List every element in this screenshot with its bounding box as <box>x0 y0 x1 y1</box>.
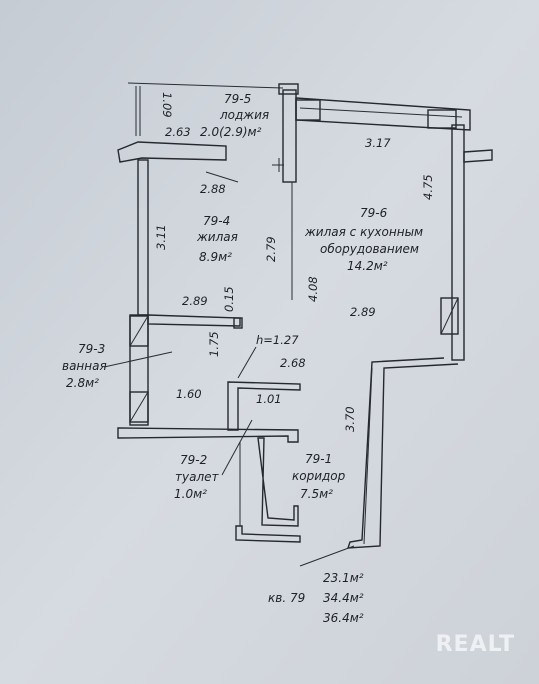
corridor-name: коридор <box>292 469 346 483</box>
realt-watermark: REALT <box>435 632 515 657</box>
area-summary: 23.1м² кв. 79 34.4м² 36.4м² <box>268 545 364 625</box>
bedroom-name: жилая <box>196 230 238 244</box>
dimension-labels: 1.09 2.63 3.17 4.75 2.88 3.11 2.79 4.08 … <box>154 92 435 432</box>
bathroom-area: 2.8м² <box>66 376 99 390</box>
bathroom-vent-lower-cross <box>129 391 149 423</box>
room-labels: 79-5 лоджия 2.0(2.9)м² 79-4 жилая 8.9м² … <box>62 92 423 501</box>
dim-bedroom-bottom-width: 2.89 <box>182 294 208 308</box>
ceiling-height-leader <box>237 346 257 379</box>
dim-small-offset: 0.15 <box>222 286 236 312</box>
bathroom-left-wall <box>129 314 149 426</box>
living-area: 14.2м² <box>347 259 388 273</box>
living-name-2: оборудованием <box>320 242 419 256</box>
toilet-number: 79-2 <box>180 453 207 467</box>
living-window-line <box>299 107 463 118</box>
bathroom-name: ванная <box>62 359 107 373</box>
dim-bath-width: 1.60 <box>176 387 202 401</box>
summary-living-area: 23.1м² <box>323 571 364 585</box>
toilet-right-wall <box>257 437 299 527</box>
bathroom-bottom-wall <box>117 427 299 443</box>
summary-leader <box>299 545 355 567</box>
loggia-area: 2.0(2.9)м² <box>200 125 262 139</box>
summary-apartment: кв. 79 <box>268 591 305 605</box>
dim-toilet-width: 1.01 <box>256 392 282 406</box>
bathroom-number: 79-3 <box>78 342 105 356</box>
dim-corridor-right-length: 3.70 <box>343 406 357 432</box>
toilet-leader <box>221 419 253 476</box>
living-top-right-pier <box>427 109 457 129</box>
dim-loggia-height: 1.09 <box>160 92 174 118</box>
bedroom-area: 8.9м² <box>199 250 232 264</box>
loggia-number: 79-5 <box>224 92 251 106</box>
toilet-area: 1.0м² <box>174 487 207 501</box>
bedroom-number: 79-4 <box>203 214 230 228</box>
toilet-partition <box>227 381 301 431</box>
loggia-rail <box>127 82 284 89</box>
bedroom-bottom-stub <box>233 317 243 329</box>
bathroom-vent-upper-cross <box>129 315 149 347</box>
corridor-right-wall <box>347 357 459 549</box>
walls <box>117 82 493 549</box>
bathroom-vent-lower <box>129 391 149 423</box>
toilet-bottom-wall <box>235 525 301 543</box>
right-balcony-stub <box>463 149 493 163</box>
dim-loggia-width: 2.63 <box>165 125 191 139</box>
toilet-name: туалет <box>175 470 219 484</box>
corridor-right-inner <box>363 367 373 545</box>
living-name-1: жилая с кухонным <box>304 225 423 239</box>
dim-bedroom-width: 2.88 <box>200 182 226 196</box>
living-top-left-pier <box>295 99 321 121</box>
corridor-number: 79-1 <box>305 452 332 466</box>
right-wall-window <box>440 297 459 335</box>
right-window-cross <box>440 297 459 335</box>
dim-living-bottom-width: 2.89 <box>350 305 376 319</box>
loggia-door-column <box>278 83 299 95</box>
living-right-wall <box>451 124 465 361</box>
bedroom-width-leader <box>205 171 239 183</box>
bedroom-living-partition <box>282 89 297 183</box>
dim-ceiling-height: h=1.27 <box>256 333 299 347</box>
summary-total-with-loggia: 36.4м² <box>323 611 364 625</box>
loggia-bedroom-wall <box>117 141 227 163</box>
dim-living-right-upper: 4.75 <box>421 174 435 200</box>
corridor-area: 7.5м² <box>300 487 333 501</box>
loggia-name: лоджия <box>219 108 269 122</box>
dim-partition-length: 2.79 <box>264 236 278 262</box>
bathroom-leader <box>103 351 173 368</box>
dim-living-top-width: 3.17 <box>365 136 391 150</box>
dim-living-left-depth: 4.08 <box>306 276 320 302</box>
summary-total-area: 34.4м² <box>323 591 364 605</box>
dim-bedroom-height: 3.11 <box>154 224 168 250</box>
living-number: 79-6 <box>360 206 388 220</box>
dim-bath-height: 1.75 <box>207 331 221 357</box>
dim-corridor-width: 2.68 <box>280 356 306 370</box>
bathroom-vent-upper <box>129 315 149 347</box>
